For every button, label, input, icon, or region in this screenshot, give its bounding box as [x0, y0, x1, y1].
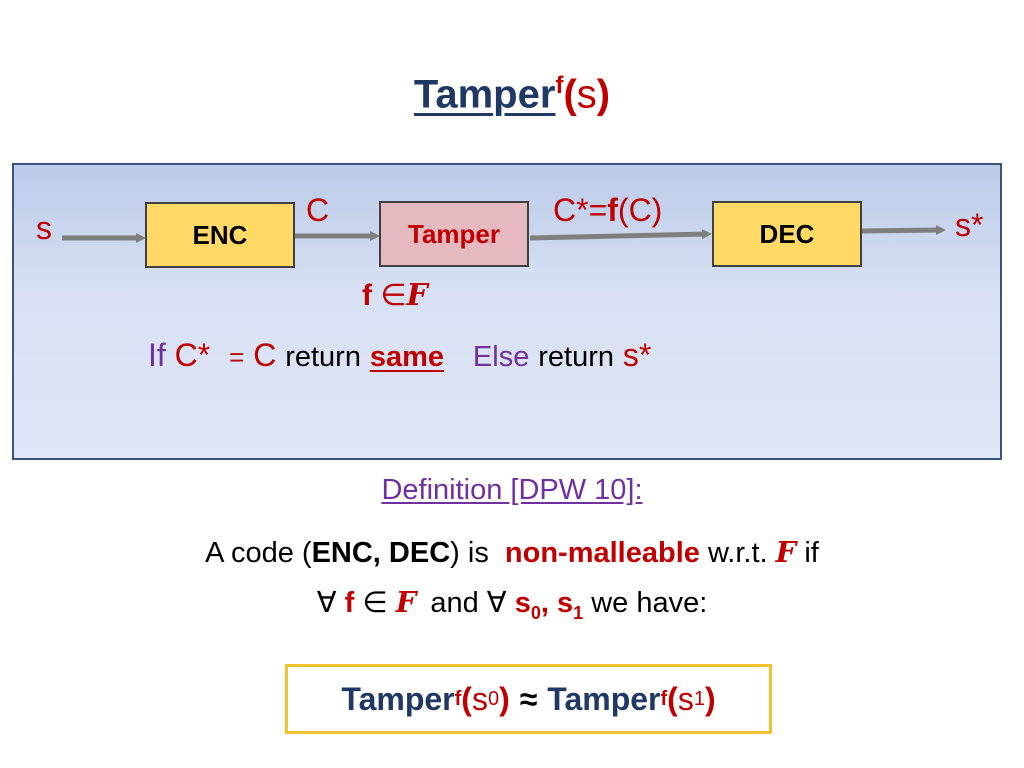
- rule-line: If C* = C return same Else return s*: [148, 337, 652, 373]
- title-word: Tamper: [413, 72, 556, 117]
- arrow-tampered: [529, 229, 712, 241]
- arrow-output: [860, 225, 946, 236]
- codeword-label: C: [306, 192, 330, 228]
- definition-line-2: ∀ f ∈ F and ∀ s0, s1 we have:: [316, 585, 708, 623]
- title-superscript: f: [555, 72, 564, 99]
- enc-box: ENC: [145, 202, 295, 268]
- title-close: ): [596, 72, 611, 117]
- output-label: s*: [955, 207, 984, 243]
- tamper-box: Tamper: [379, 201, 529, 267]
- dec-label: DEC: [759, 218, 815, 249]
- page-title: Tamperf(s): [0, 72, 1024, 117]
- title-arg: s: [576, 72, 597, 117]
- tamper-label: Tamper: [408, 218, 500, 249]
- title-open: (: [563, 72, 577, 117]
- family-label: f ∈F: [362, 278, 428, 313]
- enc-label: ENC: [192, 219, 248, 250]
- dec-box: DEC: [712, 201, 862, 267]
- input-label: s: [36, 210, 52, 246]
- definition-line-1: A code (ENC, DEC) is non-malleable w.r.t…: [205, 535, 819, 569]
- tampered-label: C*=f(C): [553, 192, 663, 228]
- same-word: same: [369, 341, 445, 373]
- definition-heading: Definition [DPW 10]:: [381, 474, 643, 506]
